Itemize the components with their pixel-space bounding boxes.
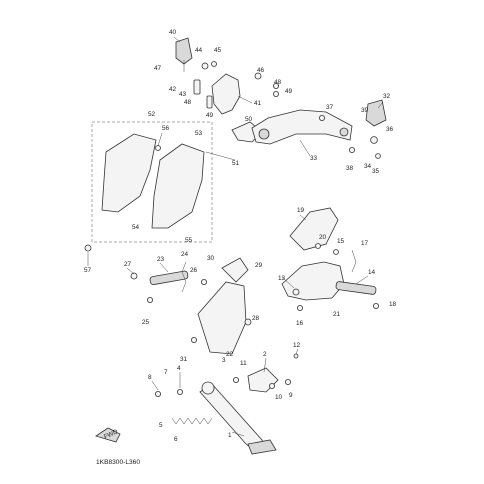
callout-number: 15 bbox=[337, 238, 345, 245]
left-footrest-group bbox=[130, 257, 252, 355]
callout-number: 33 bbox=[310, 155, 318, 162]
callout-number: 57 bbox=[84, 267, 92, 274]
callout-number: 49 bbox=[206, 112, 214, 119]
callout-number: 13 bbox=[278, 275, 286, 282]
callout-number: 29 bbox=[255, 262, 263, 269]
diagram-reference-code: 1KB8300-L360 bbox=[96, 459, 140, 466]
callout-number: 45 bbox=[214, 47, 222, 54]
callout-number: 55 bbox=[185, 237, 193, 244]
callout-number: 16 bbox=[296, 320, 304, 327]
heel-guard-group bbox=[84, 133, 205, 252]
callout-number: 21 bbox=[333, 311, 341, 318]
callout-number: 26 bbox=[190, 267, 198, 274]
callout-number: 46 bbox=[257, 67, 265, 74]
callout-number: 48 bbox=[274, 79, 282, 86]
callout-labels: 1 2 3 4 5 6 7 8 9 10 11 12 13 14 15 16 1… bbox=[84, 29, 397, 443]
callout-number: 31 bbox=[180, 356, 188, 363]
callout-number: 34 bbox=[364, 163, 372, 170]
callout-number: 50 bbox=[245, 116, 253, 123]
callout-number: 36 bbox=[386, 126, 394, 133]
right-footrest-group bbox=[281, 207, 379, 311]
callout-number: 17 bbox=[361, 240, 369, 247]
callout-number: 38 bbox=[346, 165, 354, 172]
callout-number: 48 bbox=[184, 99, 192, 106]
callout-number: 12 bbox=[293, 342, 301, 349]
callout-number: 37 bbox=[326, 104, 334, 111]
callout-number: 7 bbox=[164, 369, 168, 376]
callout-number: 41 bbox=[254, 100, 262, 107]
callout-number: 39 bbox=[361, 107, 369, 114]
callout-number: 24 bbox=[181, 251, 189, 258]
callout-number: 9 bbox=[289, 392, 293, 399]
callout-number: 20 bbox=[319, 234, 327, 241]
callout-number: 42 bbox=[169, 86, 177, 93]
callout-number: 47 bbox=[154, 65, 162, 72]
callout-number: 4 bbox=[177, 365, 181, 372]
callout-number: 22 bbox=[226, 351, 234, 358]
front-direction-arrow: FWD bbox=[95, 427, 121, 443]
callout-number: 8 bbox=[148, 374, 152, 381]
callout-number: 10 bbox=[275, 394, 283, 401]
callout-number: 52 bbox=[148, 111, 156, 118]
sidestand-group bbox=[154, 353, 299, 455]
callout-number: 51 bbox=[232, 160, 240, 167]
passenger-footrest-stay-group bbox=[251, 99, 387, 159]
callout-number: 49 bbox=[285, 88, 293, 95]
callout-number: 2 bbox=[263, 351, 267, 358]
callout-number: 18 bbox=[389, 301, 397, 308]
leader-lines bbox=[87, 36, 384, 437]
callout-number: 32 bbox=[383, 93, 391, 100]
callout-number: 11 bbox=[240, 360, 247, 367]
callout-number: 44 bbox=[195, 47, 203, 54]
callout-number: 40 bbox=[169, 29, 177, 36]
callout-number: 56 bbox=[162, 125, 170, 132]
callout-number: 14 bbox=[368, 269, 376, 276]
callout-number: 53 bbox=[195, 130, 203, 137]
callout-number: 19 bbox=[297, 207, 305, 214]
callout-number: 43 bbox=[179, 91, 187, 98]
heel-guard-dashed-box bbox=[91, 121, 213, 243]
callout-number: 1 bbox=[228, 432, 232, 439]
callout-number: 35 bbox=[372, 168, 380, 175]
callout-number: 30 bbox=[207, 255, 215, 262]
callout-number: 25 bbox=[142, 319, 150, 326]
callout-number: 54 bbox=[132, 224, 140, 231]
callout-number: 28 bbox=[252, 315, 260, 322]
callout-number: 27 bbox=[124, 261, 132, 268]
callout-number: 6 bbox=[174, 436, 178, 443]
callout-number: 3 bbox=[222, 357, 226, 364]
callout-number: 23 bbox=[157, 256, 165, 263]
callout-number: 5 bbox=[159, 422, 163, 429]
